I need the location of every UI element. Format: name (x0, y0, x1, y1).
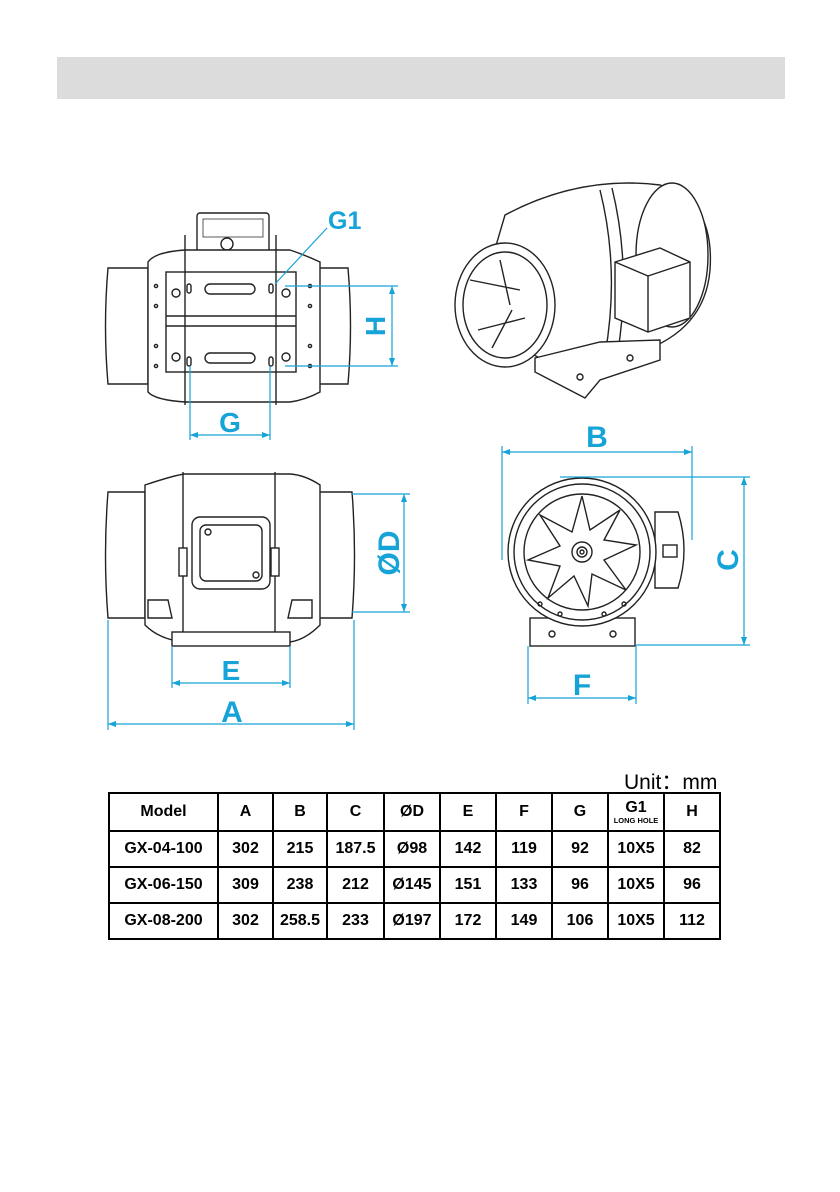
table-cell: GX-06-150 (109, 867, 218, 903)
g1-note: LONG HOLE (609, 816, 663, 825)
table-cell: 112 (664, 903, 720, 939)
table-header-row: Model A B C ØD E F G G1 LONG HOLE H (109, 793, 720, 831)
g1-label: G1 (328, 207, 361, 235)
table-cell: 10X5 (608, 903, 664, 939)
table-cell: Ø145 (384, 867, 440, 903)
table-cell: 302 (218, 831, 273, 867)
table-cell: 212 (327, 867, 384, 903)
table-row: GX-08-200 302 258.5 233 Ø197 172 149 106… (109, 903, 720, 939)
e-label: E (222, 655, 241, 686)
g-label: G (219, 407, 241, 438)
isometric-view-drawing (455, 183, 710, 398)
table-cell: GX-04-100 (109, 831, 218, 867)
header-cell: G (552, 793, 608, 831)
table-cell: 96 (552, 867, 608, 903)
side-view-drawing (106, 472, 355, 646)
table-row: GX-04-100 302 215 187.5 Ø98 142 119 92 1… (109, 831, 720, 867)
header-cell-g1: G1 LONG HOLE (608, 793, 664, 831)
f-label: F (573, 669, 591, 702)
header-cell: A (218, 793, 273, 831)
table-cell: 233 (327, 903, 384, 939)
table-cell: 258.5 (273, 903, 327, 939)
header-cell: F (496, 793, 552, 831)
table-cell: GX-08-200 (109, 903, 218, 939)
table-cell: Ø197 (384, 903, 440, 939)
table-cell: Ø98 (384, 831, 440, 867)
header-cell: C (327, 793, 384, 831)
d-label: ØD (373, 531, 406, 576)
header-cell: B (273, 793, 327, 831)
table-cell: 172 (440, 903, 496, 939)
table-cell: 151 (440, 867, 496, 903)
header-cell: H (664, 793, 720, 831)
table-cell: 119 (496, 831, 552, 867)
header-cell: ØD (384, 793, 440, 831)
front-view-drawing (508, 478, 684, 646)
a-label: A (221, 696, 243, 729)
table-cell: 142 (440, 831, 496, 867)
table-row: GX-06-150 309 238 212 Ø145 151 133 96 10… (109, 867, 720, 903)
header-cell: E (440, 793, 496, 831)
c-label: C (712, 549, 745, 571)
table-cell: 238 (273, 867, 327, 903)
table-cell: 133 (496, 867, 552, 903)
table-cell: 92 (552, 831, 608, 867)
header-cell: Model (109, 793, 218, 831)
spec-table: Model A B C ØD E F G G1 LONG HOLE H GX-0… (108, 792, 721, 940)
table-cell: 187.5 (327, 831, 384, 867)
technical-drawings: G1 H G (0, 0, 840, 760)
table-cell: 106 (552, 903, 608, 939)
table-cell: 302 (218, 903, 273, 939)
table-cell: 215 (273, 831, 327, 867)
table-cell: 10X5 (608, 867, 664, 903)
table-cell: 10X5 (608, 831, 664, 867)
table-cell: 309 (218, 867, 273, 903)
g1-header: G1 (609, 800, 663, 816)
h-label: H (360, 316, 391, 336)
table-cell: 96 (664, 867, 720, 903)
table-cell: 149 (496, 903, 552, 939)
b-label: B (586, 421, 608, 454)
table-cell: 82 (664, 831, 720, 867)
